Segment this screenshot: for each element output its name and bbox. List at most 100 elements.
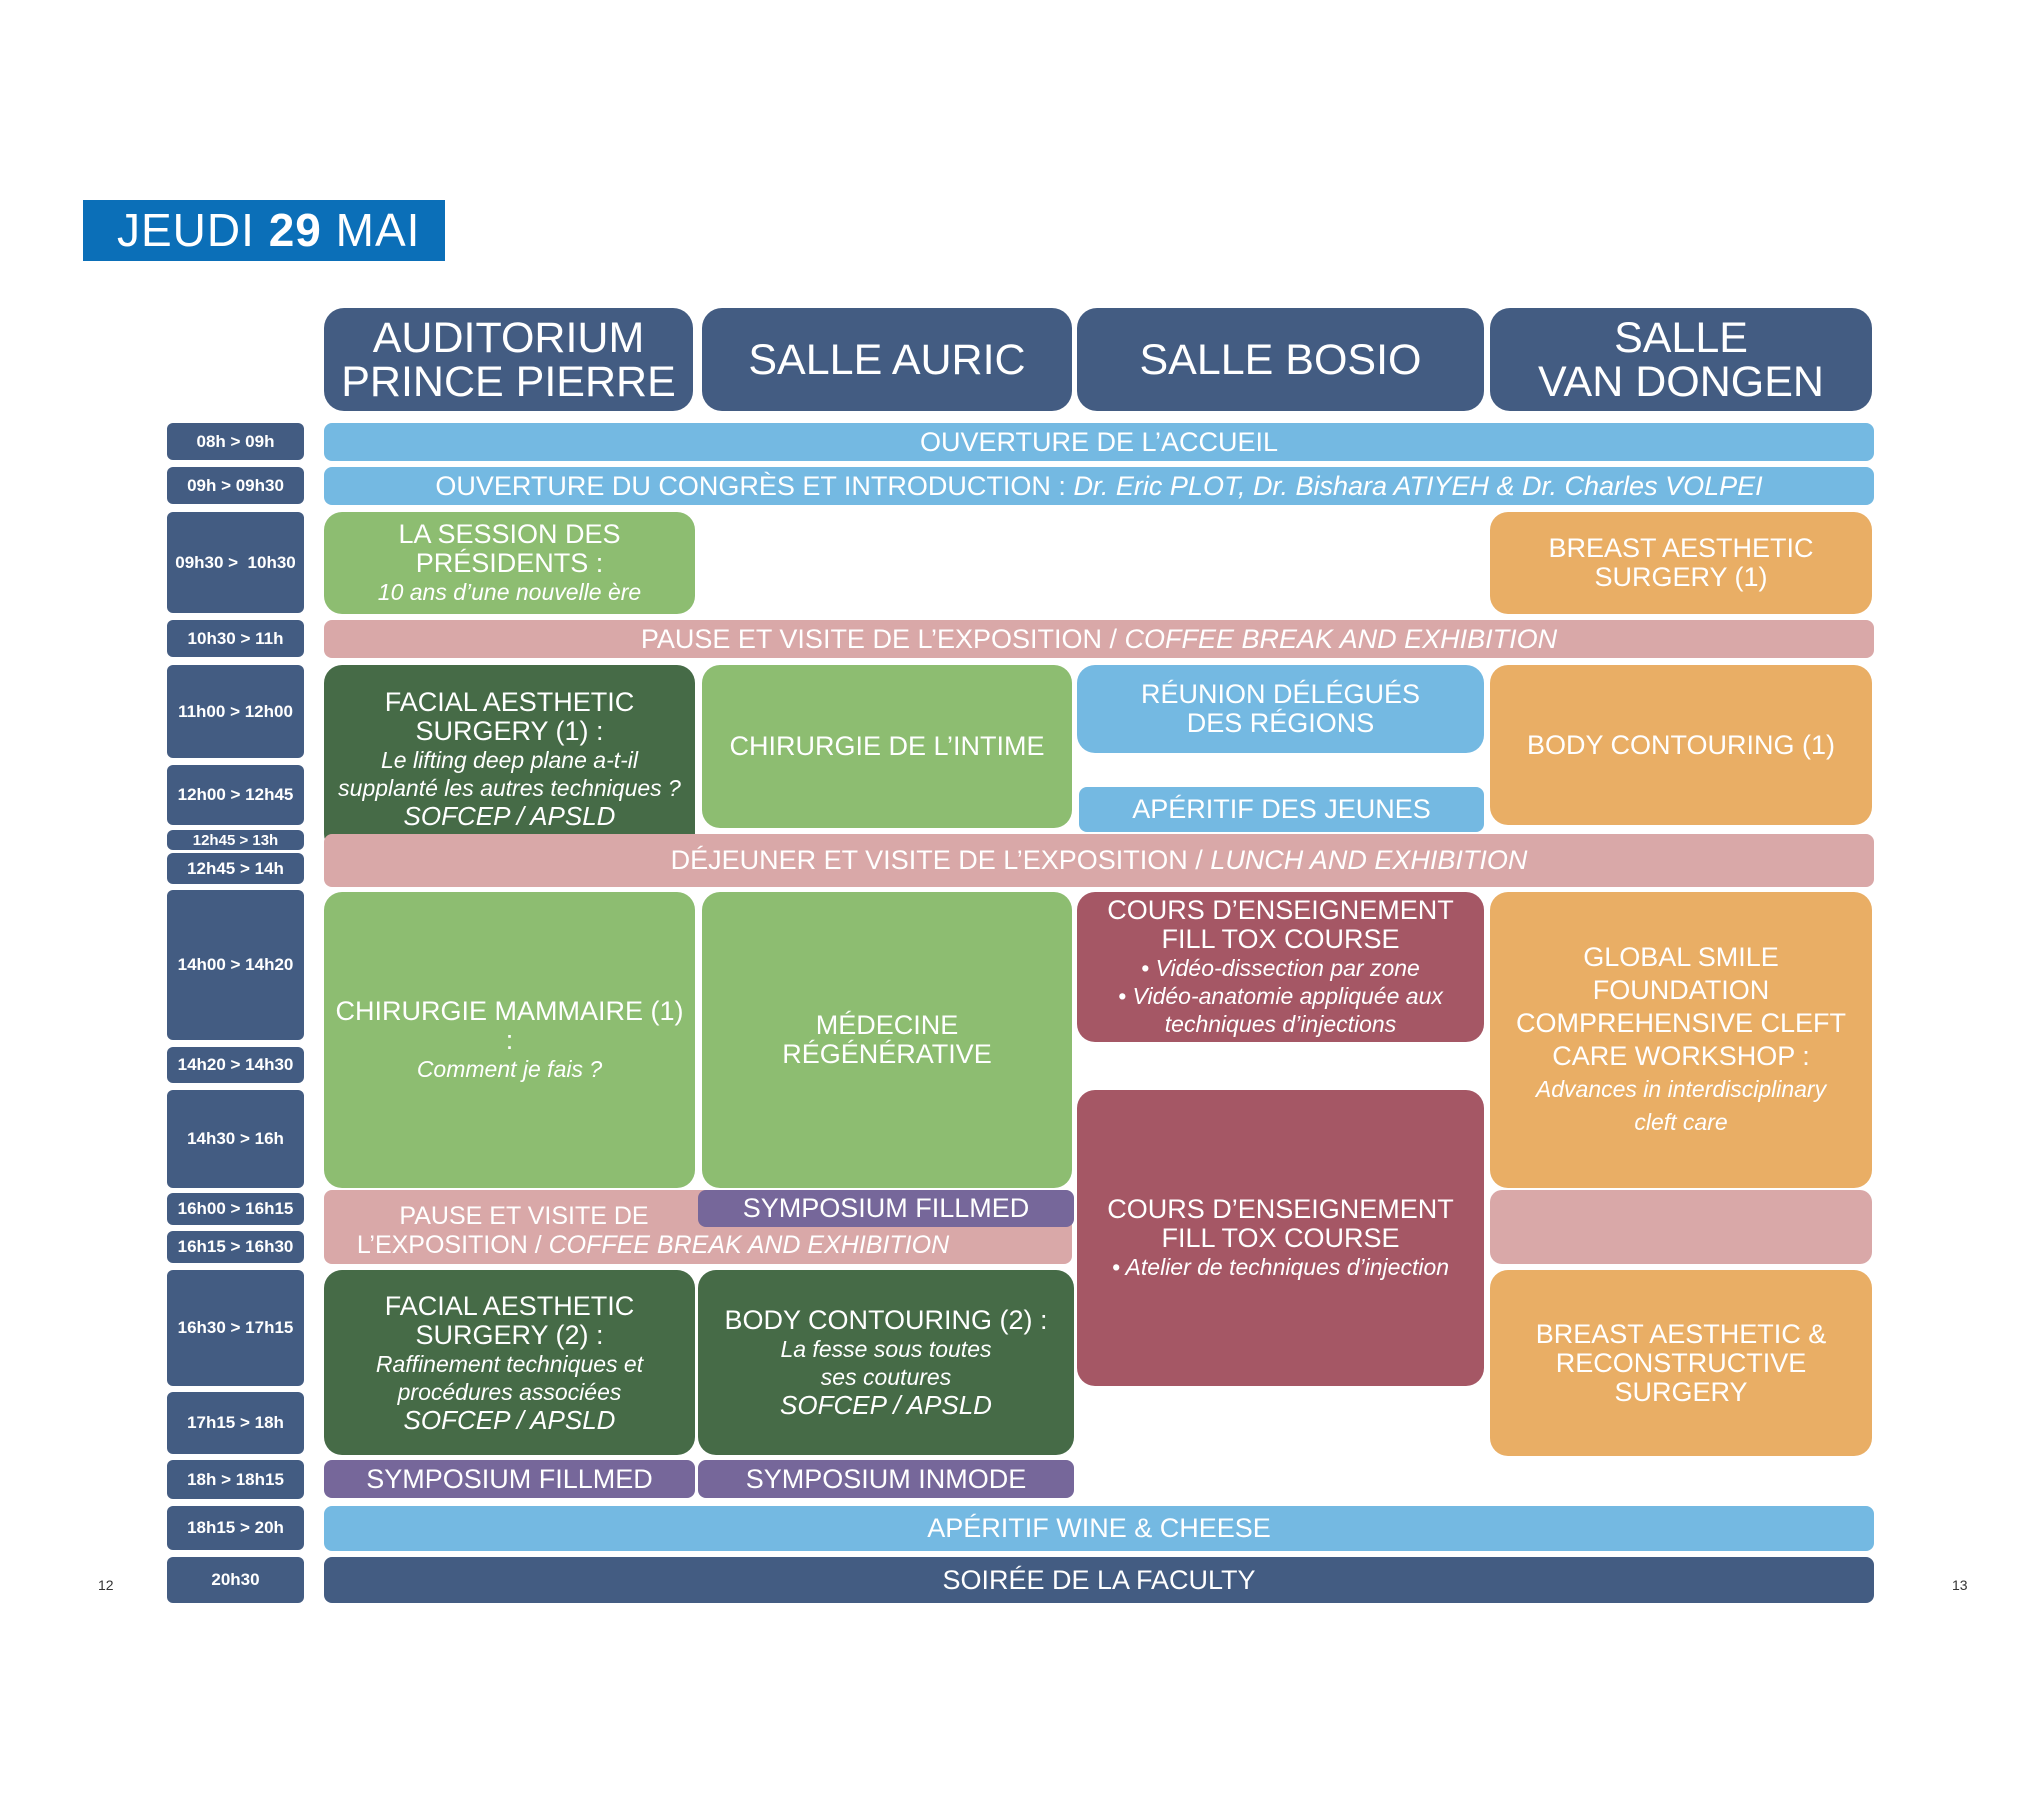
- session-title: MÉDECINE RÉGÉNÉRATIVE: [782, 1010, 992, 1069]
- session-dejeuner: DÉJEUNER ET VISITE DE L’EXPOSITION / LUN…: [324, 834, 1874, 887]
- room-header-bosio: SALLE BOSIO: [1077, 308, 1484, 411]
- session-medecine-regenerative: MÉDECINE RÉGÉNÉRATIVE: [702, 892, 1072, 1188]
- session-cours-fill-tox-1: COURS D’ENSEIGNEMENT FILL TOX COURSE • V…: [1077, 892, 1484, 1042]
- time-slot: 17h15 > 18h: [167, 1392, 304, 1454]
- time-slot: 12h45 > 13h: [167, 830, 304, 850]
- session-title: CHIRURGIE DE L’INTIME: [729, 731, 1045, 761]
- time-slot: 09h30 > 10h30: [167, 512, 304, 613]
- time-slot: 18h15 > 20h: [167, 1506, 304, 1550]
- day-title: JEUDI 29 MAI: [83, 200, 445, 261]
- session-ouverture-congres: OUVERTURE DU CONGRÈS ET INTRODUCTION : D…: [324, 467, 1874, 505]
- session-title: SOIRÉE DE LA FACULTY: [942, 1564, 1256, 1595]
- session-pause-van-dongen: [1490, 1190, 1872, 1264]
- session-breast-reconstructive: BREAST AESTHETIC & RECONSTRUCTIVE SURGER…: [1490, 1270, 1872, 1456]
- room-header-auric: SALLE AURIC: [702, 308, 1072, 411]
- session-title-b: L’EXPOSITION /: [356, 1231, 542, 1259]
- room-name-2: VAN DONGEN: [1538, 357, 1824, 406]
- session-title: BODY CONTOURING (2) :: [724, 1305, 1048, 1335]
- room-name: SALLE: [1614, 313, 1748, 362]
- session-facial-aesthetic-1: FACIAL AESTHETIC SURGERY (1) : Le liftin…: [324, 665, 695, 852]
- page-number-left: 12: [98, 1577, 114, 1593]
- session-title: SYMPOSIUM INMODE: [745, 1463, 1027, 1494]
- time-slot: 14h20 > 14h30: [167, 1047, 304, 1083]
- time-slot: 09h > 09h30: [167, 467, 304, 504]
- session-title-en: COFFEE BREAK AND EXHIBITION: [548, 1231, 950, 1259]
- time-slot: 11h00 > 12h00: [167, 665, 304, 758]
- time-slot: 08h > 09h: [167, 423, 304, 460]
- time-slot: 18h > 18h15: [167, 1460, 304, 1499]
- time-slot: 14h30 > 16h: [167, 1090, 304, 1188]
- session-title: APÉRITIF DES JEUNES: [1132, 794, 1431, 824]
- session-title: COURS D’ENSEIGNEMENT FILL TOX COURSE: [1107, 1194, 1454, 1253]
- session-aperitif-jeunes: APÉRITIF DES JEUNES: [1079, 787, 1484, 832]
- session-title: APÉRITIF WINE & CHEESE: [927, 1513, 1271, 1543]
- session-title: BODY CONTOURING (1): [1526, 729, 1836, 760]
- page-number-right: 13: [1952, 1577, 1968, 1593]
- session-subtitle: La fesse sous toutes ses coutures: [780, 1336, 992, 1390]
- session-ouverture-accueil: OUVERTURE DE L’ACCUEIL: [324, 423, 1874, 461]
- session-title: RÉUNION DÉLÉGUÉS DES RÉGIONS: [1140, 679, 1421, 738]
- session-title-line2: L’EXPOSITION / COFFEE BREAK AND EXHIBITI…: [324, 1231, 1072, 1260]
- time-slot: 12h45 > 14h: [167, 853, 304, 884]
- session-speakers: Dr. Eric PLOT, Dr. Bishara ATIYEH & Dr. …: [1073, 470, 1763, 501]
- session-subtitle: Comment je fais ?: [416, 1056, 603, 1082]
- session-chirurgie-mammaire: CHIRURGIE MAMMAIRE (1) : Comment je fais…: [324, 892, 695, 1188]
- session-reunion-delegues: RÉUNION DÉLÉGUÉS DES RÉGIONS: [1077, 665, 1484, 753]
- session-cours-fill-tox-2: COURS D’ENSEIGNEMENT FILL TOX COURSE • A…: [1077, 1090, 1484, 1386]
- session-presidents: LA SESSION DES PRÉSIDENTS : 10 ans d’une…: [324, 512, 695, 614]
- session-subtitle: Raffinement techniques et procédures ass…: [375, 1350, 644, 1405]
- session-title: PAUSE ET VISITE DE: [399, 1202, 649, 1230]
- session-chirurgie-intime: CHIRURGIE DE L’INTIME: [702, 665, 1072, 828]
- session-title: COURS D’ENSEIGNEMENT FILL TOX COURSE: [1107, 895, 1454, 954]
- month: MAI: [335, 204, 421, 256]
- session-title: BREAST AESTHETIC & RECONSTRUCTIVE SURGER…: [1535, 1318, 1827, 1407]
- session-bullet: • Vidéo-dissection par zone: [1141, 955, 1420, 981]
- time-slot: 16h30 > 17h15: [167, 1270, 304, 1386]
- room-name: SALLE AURIC: [748, 335, 1026, 384]
- room-name: AUDITORIUM: [372, 313, 645, 362]
- session-title: LA SESSION DES PRÉSIDENTS :: [398, 519, 621, 578]
- session-body-contouring-1: BODY CONTOURING (1): [1490, 665, 1872, 825]
- session-title-en: LUNCH AND EXHIBITION: [1210, 845, 1528, 875]
- session-body-contouring-2: BODY CONTOURING (2) : La fesse sous tout…: [698, 1270, 1074, 1455]
- session-title: OUVERTURE DU CONGRÈS ET INTRODUCTION :: [435, 470, 1066, 501]
- time-slot: 12h00 > 12h45: [167, 765, 304, 825]
- session-title: GLOBAL SMILE FOUNDATION COMPREHENSIVE CL…: [1515, 942, 1847, 1071]
- session-subtitle: 10 ans d’une nouvelle ère: [377, 579, 642, 605]
- time-slot: 16h00 > 16h15: [167, 1193, 304, 1225]
- session-title: OUVERTURE DE L’ACCUEIL: [919, 426, 1279, 457]
- session-title: FACIAL AESTHETIC SURGERY (2) :: [384, 1290, 635, 1350]
- room-name: SALLE BOSIO: [1139, 335, 1422, 384]
- session-subtitle: Le lifting deep plane a-t-il supplanté l…: [338, 746, 681, 801]
- session-title: DÉJEUNER ET VISITE DE L’EXPOSITION /: [670, 845, 1203, 875]
- session-title: PAUSE ET VISITE DE L’EXPOSITION /: [640, 623, 1118, 654]
- time-slot: 16h15 > 16h30: [167, 1231, 304, 1263]
- day-number: 29: [268, 204, 322, 256]
- session-breast-aesthetic-1: BREAST AESTHETIC SURGERY (1): [1490, 512, 1872, 614]
- session-title: CHIRURGIE MAMMAIRE (1) :: [335, 996, 684, 1055]
- session-org: SOFCEP / APSLD: [403, 1404, 616, 1435]
- session-title: SYMPOSIUM FILLMED: [366, 1463, 653, 1494]
- session-symposium-fillmed-1: SYMPOSIUM FILLMED: [698, 1190, 1074, 1227]
- session-bullet: • Atelier de techniques d’injection: [1111, 1254, 1450, 1280]
- time-slot: 20h30: [167, 1557, 304, 1603]
- session-bullet: • Vidéo-anatomie appliquée aux technique…: [1118, 983, 1443, 1037]
- session-facial-aesthetic-2: FACIAL AESTHETIC SURGERY (2) : Raffineme…: [324, 1270, 695, 1455]
- session-subtitle: Advances in interdisciplinary cleft care: [1535, 1076, 1827, 1135]
- session-pause-1: PAUSE ET VISITE DE L’EXPOSITION / COFFEE…: [324, 620, 1874, 658]
- time-slot: 14h00 > 14h20: [167, 890, 304, 1040]
- day-word: JEUDI: [117, 204, 255, 256]
- session-title: SYMPOSIUM FILLMED: [742, 1193, 1030, 1223]
- session-org: SOFCEP / APSLD: [403, 800, 616, 831]
- session-title: BREAST AESTHETIC SURGERY (1): [1548, 533, 1814, 592]
- session-soiree-faculty: SOIRÉE DE LA FACULTY: [324, 1557, 1874, 1603]
- session-global-smile: GLOBAL SMILE FOUNDATION COMPREHENSIVE CL…: [1490, 892, 1872, 1188]
- session-symposium-fillmed-2: SYMPOSIUM FILLMED: [324, 1460, 695, 1498]
- session-title-en: COFFEE BREAK AND EXHIBITION: [1124, 623, 1558, 654]
- room-name-2: PRINCE PIERRE: [341, 357, 676, 406]
- session-org: SOFCEP / APSLD: [780, 1390, 992, 1420]
- time-slot: 10h30 > 11h: [167, 620, 304, 657]
- session-aperitif-wine: APÉRITIF WINE & CHEESE: [324, 1506, 1874, 1551]
